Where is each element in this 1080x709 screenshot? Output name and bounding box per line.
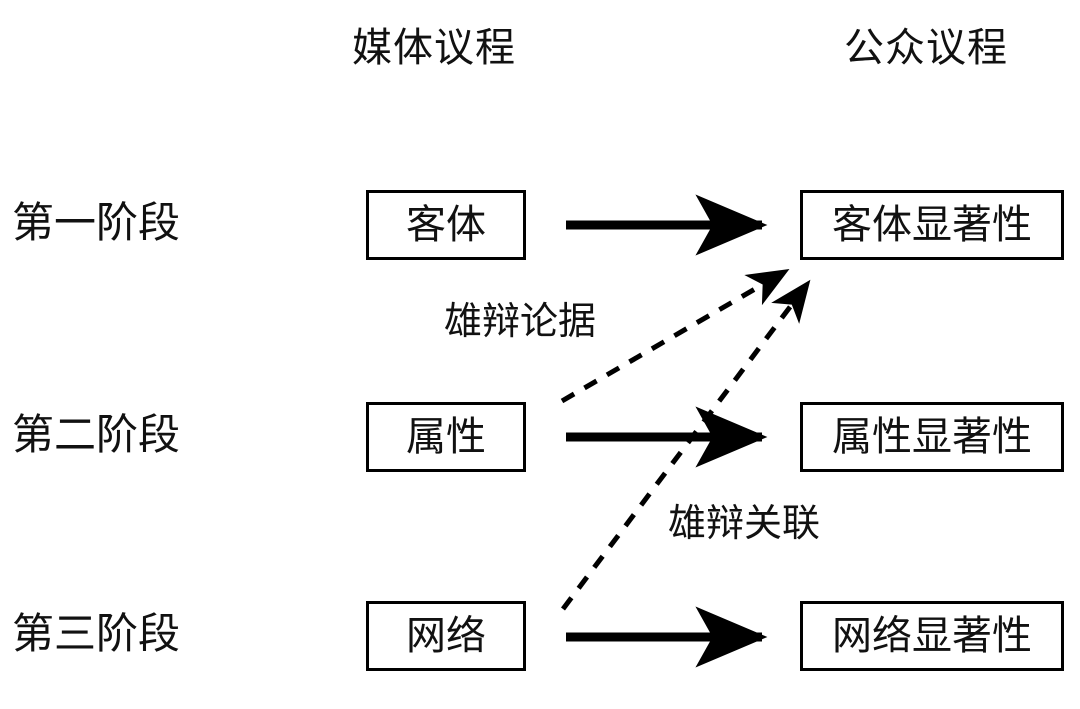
stage-label-three: 第三阶段 <box>12 609 181 658</box>
edge-label-compelling-association: 雄辩关联 <box>668 501 821 545</box>
column-header-public-agenda: 公众议程 <box>844 25 1008 71</box>
edge-label-compelling-arguments: 雄辩论据 <box>444 299 597 343</box>
node-box-network[interactable]: 网络 <box>366 601 526 671</box>
node-box-object[interactable]: 客体 <box>366 190 526 260</box>
stage-label-one: 第一阶段 <box>12 198 181 247</box>
node-box-attribute-salience[interactable]: 属性显著性 <box>800 402 1064 472</box>
stage-label-two: 第二阶段 <box>12 410 181 459</box>
node-box-network-salience[interactable]: 网络显著性 <box>800 601 1064 671</box>
node-box-object-salience[interactable]: 客体显著性 <box>800 190 1064 260</box>
node-box-attribute[interactable]: 属性 <box>366 402 526 472</box>
column-header-media-agenda: 媒体议程 <box>352 25 516 71</box>
dashed-arrow-compelling-association <box>561 279 811 611</box>
